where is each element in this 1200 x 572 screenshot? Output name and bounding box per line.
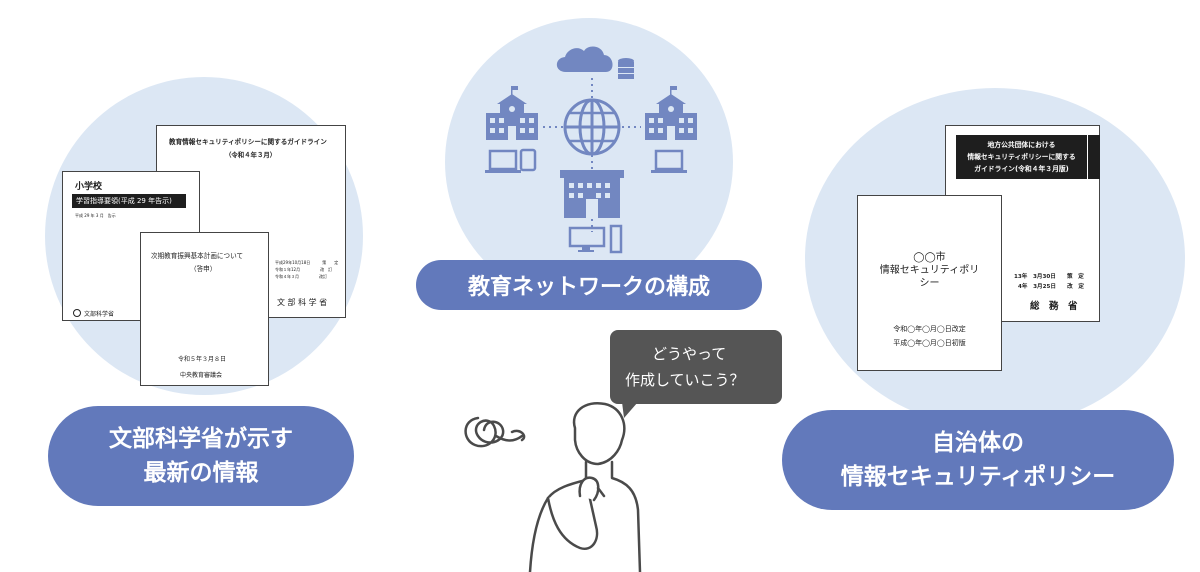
local-guideline-band — [1088, 135, 1100, 179]
center-label-pill: 教育ネットワークの構成 — [416, 260, 762, 310]
ministry-logo-icon — [73, 309, 81, 317]
plan-subtitle: （答申） — [190, 265, 217, 273]
tablet-icon — [519, 148, 537, 172]
local-guideline-ministry: 総 務 省 — [1030, 301, 1078, 312]
local-guideline-line-1: 地方公共団体における — [987, 141, 1056, 149]
desktop-computer-icon — [568, 224, 623, 254]
right-title-line-2: 情報セキュリティポリシー — [840, 464, 1116, 490]
connection-lines — [543, 78, 641, 232]
scribble-icon — [464, 416, 526, 448]
curriculum-notice-date: 平成 29 年 3 月 告示 — [75, 213, 116, 218]
education-plan-document: 次期教育振興基本計画について （答申） 令和５年３月８日 中央教育審議会 — [140, 232, 269, 386]
local-guideline-history-1: 13年 3月30日 策 定 — [1014, 274, 1084, 280]
local-guideline-title-bar: 地方公共団体における 情報セキュリティポリシーに関する ガイドライン(令和４年３… — [956, 135, 1087, 179]
right-title-line-1: 自治体の — [932, 430, 1024, 456]
cloud-icon — [556, 46, 613, 72]
local-guideline-line-3: ガイドライン(令和４年３月版) — [974, 165, 1069, 173]
database-icon — [618, 58, 634, 79]
bubble-line-1: どうやって — [652, 345, 727, 363]
plan-council: 中央教育審議会 — [180, 372, 223, 379]
city-policy-revision: 令和◯年◯月◯日改定 — [893, 325, 966, 333]
right-label-pill: 自治体の 情報セキュリティポリシー — [782, 410, 1174, 510]
guideline-title: 教育情報セキュリティポリシーに関するガイドライン — [169, 138, 327, 146]
city-policy-title-1: ◯◯市 — [913, 252, 946, 263]
school-heading: 小学校 — [75, 182, 103, 192]
city-policy-first-edition: 平成◯年◯月◯日初版 — [893, 339, 966, 347]
speech-bubble — [610, 330, 782, 404]
school-doc-ministry: 文部科学省 — [84, 311, 115, 318]
city-policy-title-2: 情報セキュリティポリ — [879, 265, 980, 276]
guideline-history-3: 令和４年３月 改訂 — [275, 274, 327, 279]
guideline-date: （令和４年３月） — [225, 151, 277, 159]
left-label-pill: 文部科学省が示す 最新の情報 — [48, 406, 354, 506]
laptop-right-icon — [654, 149, 684, 171]
local-guideline-line-2: 情報セキュリティポリシーに関する — [967, 153, 1076, 161]
local-guideline-history-2: 4年 3月25日 改 定 — [1018, 284, 1084, 290]
bubble-line-2: 作成していこう？ — [625, 371, 745, 389]
laptop-left-icon — [488, 149, 518, 171]
city-policy-title-3: シー — [919, 278, 940, 289]
globe-icon — [563, 98, 621, 156]
curriculum-title-bar: 学習指導要領(平成 29 年告示) — [72, 194, 186, 208]
left-title-line-1: 文部科学省が示す — [109, 426, 293, 452]
plan-title: 次期教育振興基本計画について — [151, 252, 244, 260]
left-title-line-2: 最新の情報 — [143, 460, 259, 486]
city-security-policy-document: ◯◯市 情報セキュリティポリ シー 令和◯年◯月◯日改定 平成◯年◯月◯日初版 — [857, 195, 1002, 371]
guideline-history-2: 令和１年12月 改 訂 — [275, 267, 333, 272]
guideline-history-1: 平成29年10月18日 策 定 — [275, 260, 339, 265]
center-label: 教育ネットワークの構成 — [467, 275, 710, 300]
guideline-ministry: 文 部 科 学 省 — [277, 298, 328, 307]
plan-date: 令和５年３月８日 — [178, 356, 227, 363]
